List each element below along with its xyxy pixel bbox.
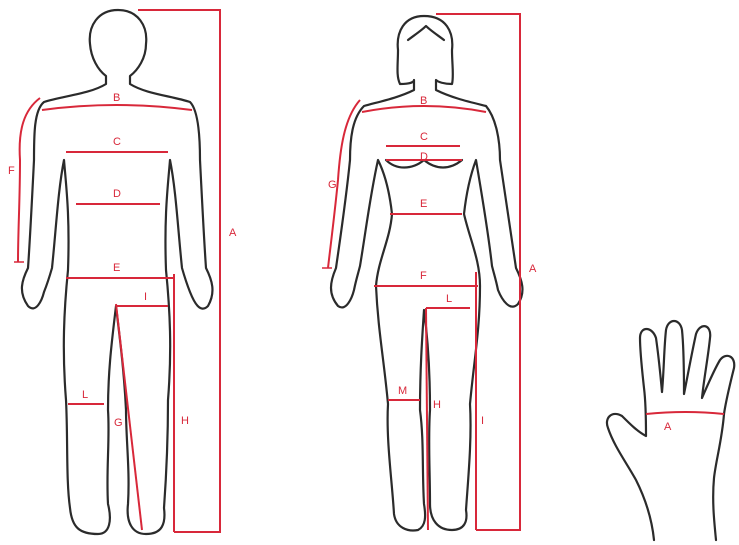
- female-label-F: F: [420, 270, 427, 282]
- male-label-I: I: [144, 291, 147, 303]
- female-label-I: I: [481, 415, 484, 427]
- male-label-H: H: [181, 415, 189, 427]
- hand-line-A: [646, 412, 724, 414]
- female-label-G: G: [328, 179, 337, 191]
- male-label-G: G: [114, 417, 123, 429]
- male-figure: A B C D E F G H I L: [8, 10, 237, 534]
- hand-figure: A: [607, 321, 734, 540]
- female-label-A: A: [529, 263, 537, 275]
- male-label-F: F: [8, 165, 15, 177]
- male-label-A: A: [229, 227, 237, 239]
- male-label-E: E: [113, 262, 120, 274]
- male-label-C: C: [113, 136, 121, 148]
- male-labels: A B C D E F G H I L: [8, 92, 237, 429]
- female-label-B: B: [420, 95, 427, 107]
- female-hair-detail: [408, 26, 444, 40]
- male-label-D: D: [113, 188, 121, 200]
- male-label-L: L: [82, 389, 88, 401]
- male-label-B: B: [113, 92, 120, 104]
- hand-label-A: A: [664, 421, 672, 433]
- male-line-B: [42, 105, 192, 110]
- female-label-E: E: [420, 198, 427, 210]
- female-label-C: C: [420, 131, 428, 143]
- female-labels: A B C D E F G H I L M: [328, 95, 537, 427]
- female-label-H: H: [433, 399, 441, 411]
- female-figure: A B C D E F G H I L M: [322, 14, 537, 530]
- female-label-L: L: [446, 293, 452, 305]
- female-label-D: D: [420, 151, 428, 163]
- female-label-M: M: [398, 385, 407, 397]
